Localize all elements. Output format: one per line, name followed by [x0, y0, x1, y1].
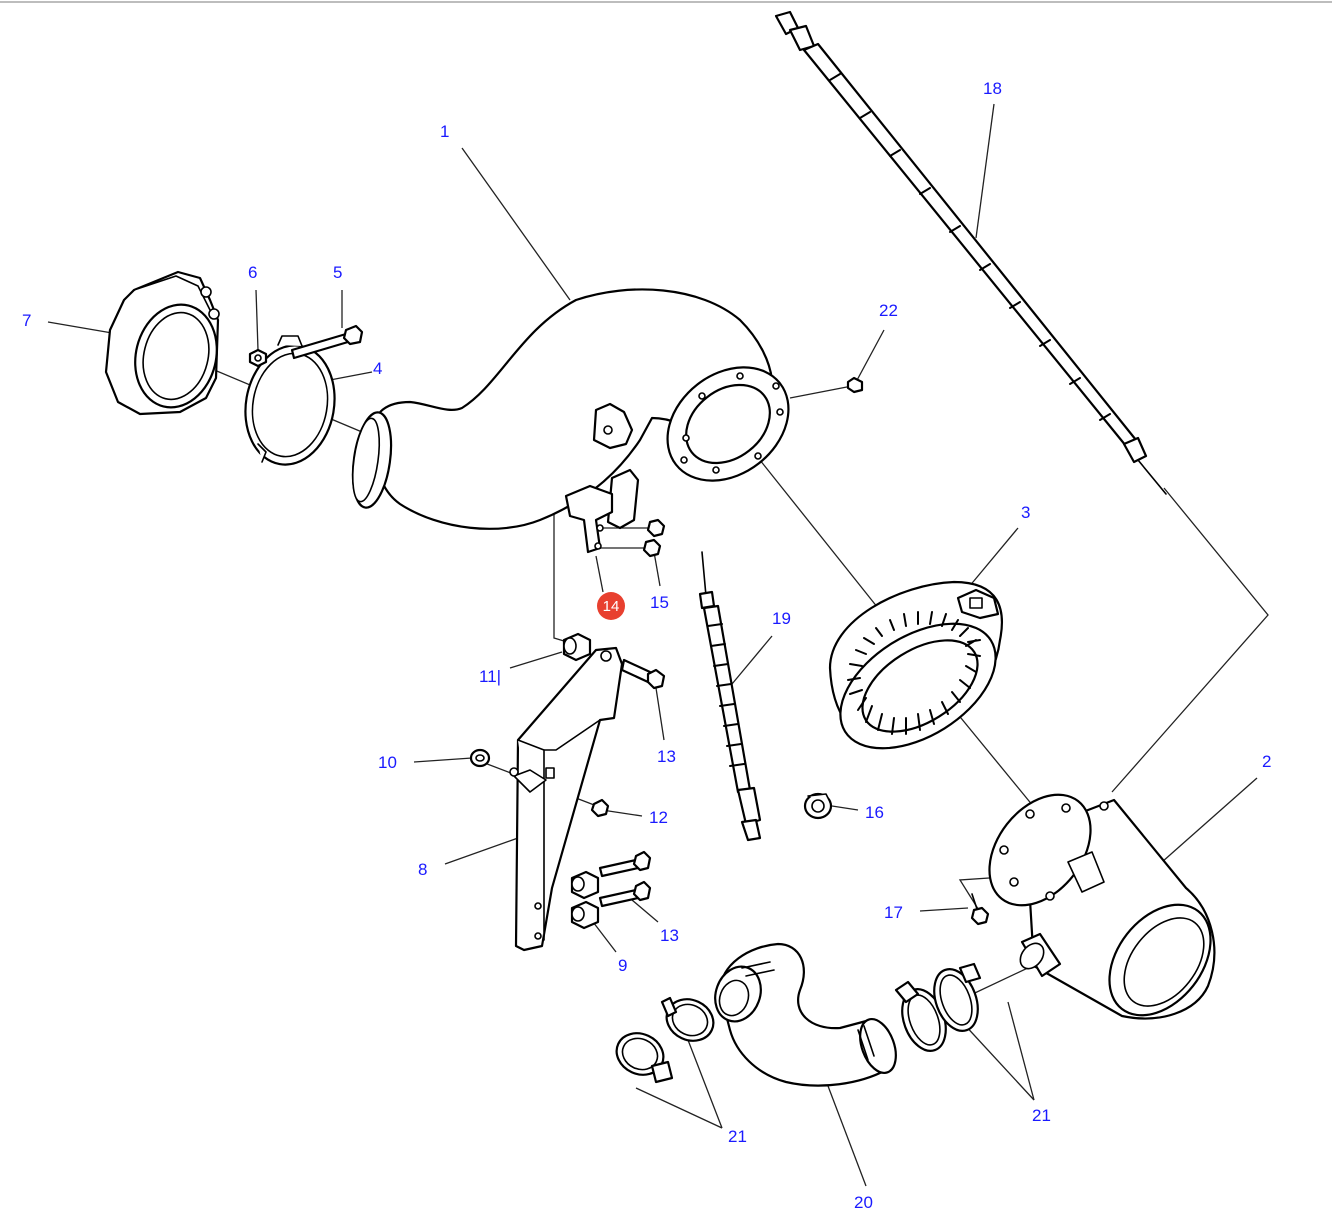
pipe-flange-part-1 [666, 366, 790, 482]
callout-21-left[interactable]: 21 [728, 1127, 747, 1146]
clip-part-16 [803, 792, 833, 820]
callout-2[interactable]: 2 [1262, 752, 1271, 771]
callout-11[interactable]: 11| [479, 667, 501, 686]
sensor-part-19 [698, 551, 762, 842]
support-bracket-part-8 [509, 646, 624, 952]
bracket-part-14 [564, 402, 640, 554]
bolts-part-13-lower [598, 850, 652, 908]
callout-14[interactable]: 14 [603, 598, 620, 615]
filter-canister-part-2 [988, 793, 1216, 1020]
callout-19[interactable]: 19 [772, 609, 791, 628]
heat-shield-part-3 [828, 580, 1004, 750]
bolt-part-12 [590, 798, 610, 818]
callout-18[interactable]: 18 [983, 79, 1002, 98]
bolt-part-5 [290, 324, 364, 360]
washer-part-10 [469, 748, 491, 768]
v-band-clamp-part-4 [244, 335, 336, 466]
highlight-badge [597, 592, 625, 620]
callout-10[interactable]: 10 [378, 753, 397, 772]
callout-labels: 1 2 3 4 5 6 7 8 9 10 11| 12 13 13 15 16 … [22, 79, 1271, 1212]
callout-9[interactable]: 9 [618, 956, 627, 975]
spacer-part-11 [562, 632, 592, 662]
sensor-cable-part-18 [774, 10, 1167, 495]
callout-15[interactable]: 15 [650, 593, 669, 612]
callout-20[interactable]: 20 [854, 1193, 873, 1212]
callout-7[interactable]: 7 [22, 311, 31, 330]
callout-3[interactable]: 3 [1021, 503, 1030, 522]
callout-4[interactable]: 4 [373, 359, 382, 378]
hose-clamps-part-21-right [894, 962, 982, 1052]
bolts-part-15 [642, 518, 666, 558]
callout-8[interactable]: 8 [418, 860, 427, 879]
leader-lines [47, 103, 1269, 1187]
callout-14-highlight[interactable]: 14 [597, 592, 625, 620]
callout-13-upper[interactable]: 13 [657, 747, 676, 766]
callout-12[interactable]: 12 [649, 808, 668, 827]
nut-part-6 [248, 348, 268, 368]
bolt-part-13-upper [620, 658, 666, 690]
nut-part-22 [846, 376, 864, 394]
strap-part-7 [104, 270, 220, 416]
spacers-part-9 [570, 870, 600, 930]
callout-13-lower[interactable]: 13 [660, 926, 679, 945]
exhaust-pipe-part-1 [351, 288, 774, 530]
hose-part-20 [714, 942, 897, 1087]
callout-16[interactable]: 16 [865, 803, 884, 822]
callout-6[interactable]: 6 [248, 263, 257, 282]
callout-21-right[interactable]: 21 [1032, 1106, 1051, 1125]
callout-5[interactable]: 5 [333, 263, 342, 282]
callout-17[interactable]: 17 [884, 903, 903, 922]
hose-clamps-part-21-left [615, 996, 715, 1084]
bolt-part-17 [970, 893, 990, 926]
callout-1[interactable]: 1 [440, 122, 449, 141]
callout-22[interactable]: 22 [879, 301, 898, 320]
